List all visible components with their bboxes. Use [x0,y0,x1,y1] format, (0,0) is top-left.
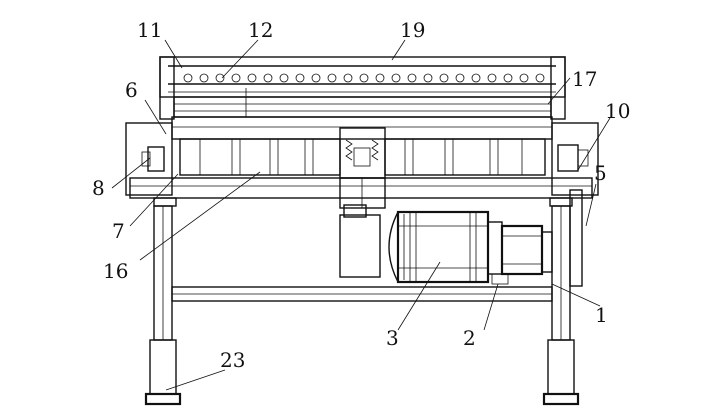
label-23: 23 [220,348,245,372]
top-roller-row [183,73,545,83]
label-12: 12 [248,18,273,42]
leader-lines [111,39,611,391]
label-19: 19 [400,18,425,42]
label-6: 6 [125,78,138,102]
label-7: 7 [112,219,125,243]
pocket-dividers [199,139,523,175]
top-cover [159,56,566,120]
right-side-panel [569,189,583,287]
motor [388,210,553,285]
motor-fins [403,213,477,281]
label-5: 5 [594,161,607,185]
label-2: 2 [463,326,476,350]
center-coupling [339,127,386,218]
label-11: 11 [137,18,162,42]
label-17: 17 [572,67,597,91]
label-3: 3 [386,326,399,350]
label-16: 16 [103,259,128,283]
label-10: 10 [605,99,630,123]
motor-mount-plate [339,214,381,278]
left-leg [144,205,182,406]
label-8: 8 [92,176,105,200]
label-1: 1 [595,303,608,327]
part-labels: 11 12 19 17 6 10 5 8 7 16 1 2 3 23 [92,18,630,372]
right-leg [542,205,580,406]
